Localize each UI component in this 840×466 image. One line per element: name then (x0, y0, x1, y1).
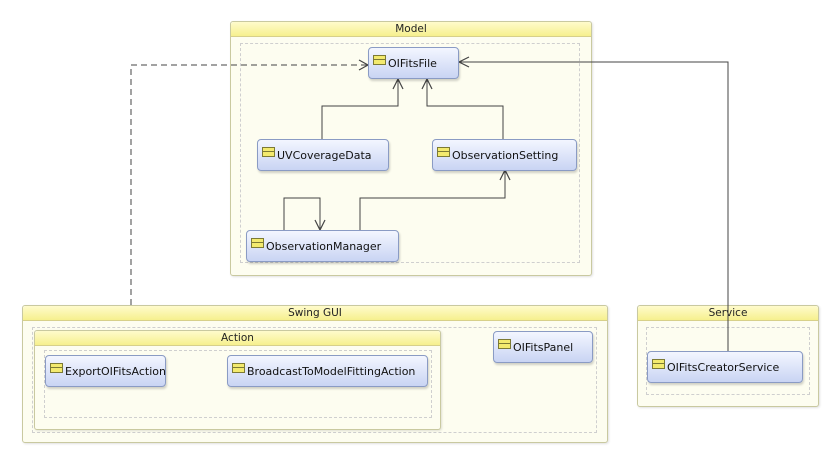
class-label: BroadcastToModelFittingAction (247, 365, 416, 378)
class-uv-coverage-data[interactable]: UVCoverageData (257, 139, 389, 171)
package-action-content-area (44, 350, 432, 418)
class-icon (437, 147, 450, 157)
class-icon (251, 238, 264, 248)
class-label: OIFitsPanel (513, 341, 574, 354)
package-swing-gui-content-area (32, 327, 597, 433)
class-label: ObservationManager (266, 240, 382, 253)
class-label: UVCoverageData (277, 149, 372, 162)
dependency-line-swing-gui-to-oifits-file (130, 64, 368, 305)
package-title-action: Action (35, 331, 440, 346)
association-line-manager-to-observation-setting (359, 170, 506, 230)
class-oifits-creator-service[interactable]: OIFitsCreatorService (647, 351, 803, 383)
class-icon (50, 363, 63, 373)
package-title-swing-gui: Swing GUI (23, 306, 607, 321)
class-icon (373, 55, 386, 65)
class-oifits-file[interactable]: OIFitsFile (368, 47, 459, 79)
class-broadcast-to-model-fitting-action[interactable]: BroadcastToModelFittingAction (227, 355, 428, 387)
arrowhead-observation-setting-oifits-file (421, 77, 433, 90)
arrowhead-service-oifits-file (457, 56, 470, 68)
class-observation-setting[interactable]: ObservationSetting (432, 139, 577, 171)
package-model-content-area (240, 43, 580, 263)
association-line-service-to-oifits-file (459, 61, 729, 351)
arrowhead-uvcoverage-oifits-file (392, 77, 404, 90)
class-icon (498, 339, 511, 349)
class-observation-manager[interactable]: ObservationManager (246, 230, 399, 262)
class-oifits-panel[interactable]: OIFitsPanel (493, 331, 593, 363)
class-label: OIFitsFile (388, 57, 437, 70)
association-line-observation-setting-to-oifits-file (426, 79, 504, 139)
self-association-line-observation-manager (283, 197, 321, 230)
class-icon (652, 359, 665, 369)
class-export-oifits-action[interactable]: ExportOIFitsAction (45, 355, 166, 387)
class-label: OIFitsCreatorService (667, 361, 780, 374)
class-label: ObservationSetting (452, 149, 559, 162)
package-title-model: Model (231, 22, 591, 37)
class-icon (232, 363, 245, 373)
class-label: ExportOIFitsAction (65, 365, 166, 378)
association-line-uvcoverage-to-oifits-file (321, 79, 399, 139)
class-icon (262, 147, 275, 157)
